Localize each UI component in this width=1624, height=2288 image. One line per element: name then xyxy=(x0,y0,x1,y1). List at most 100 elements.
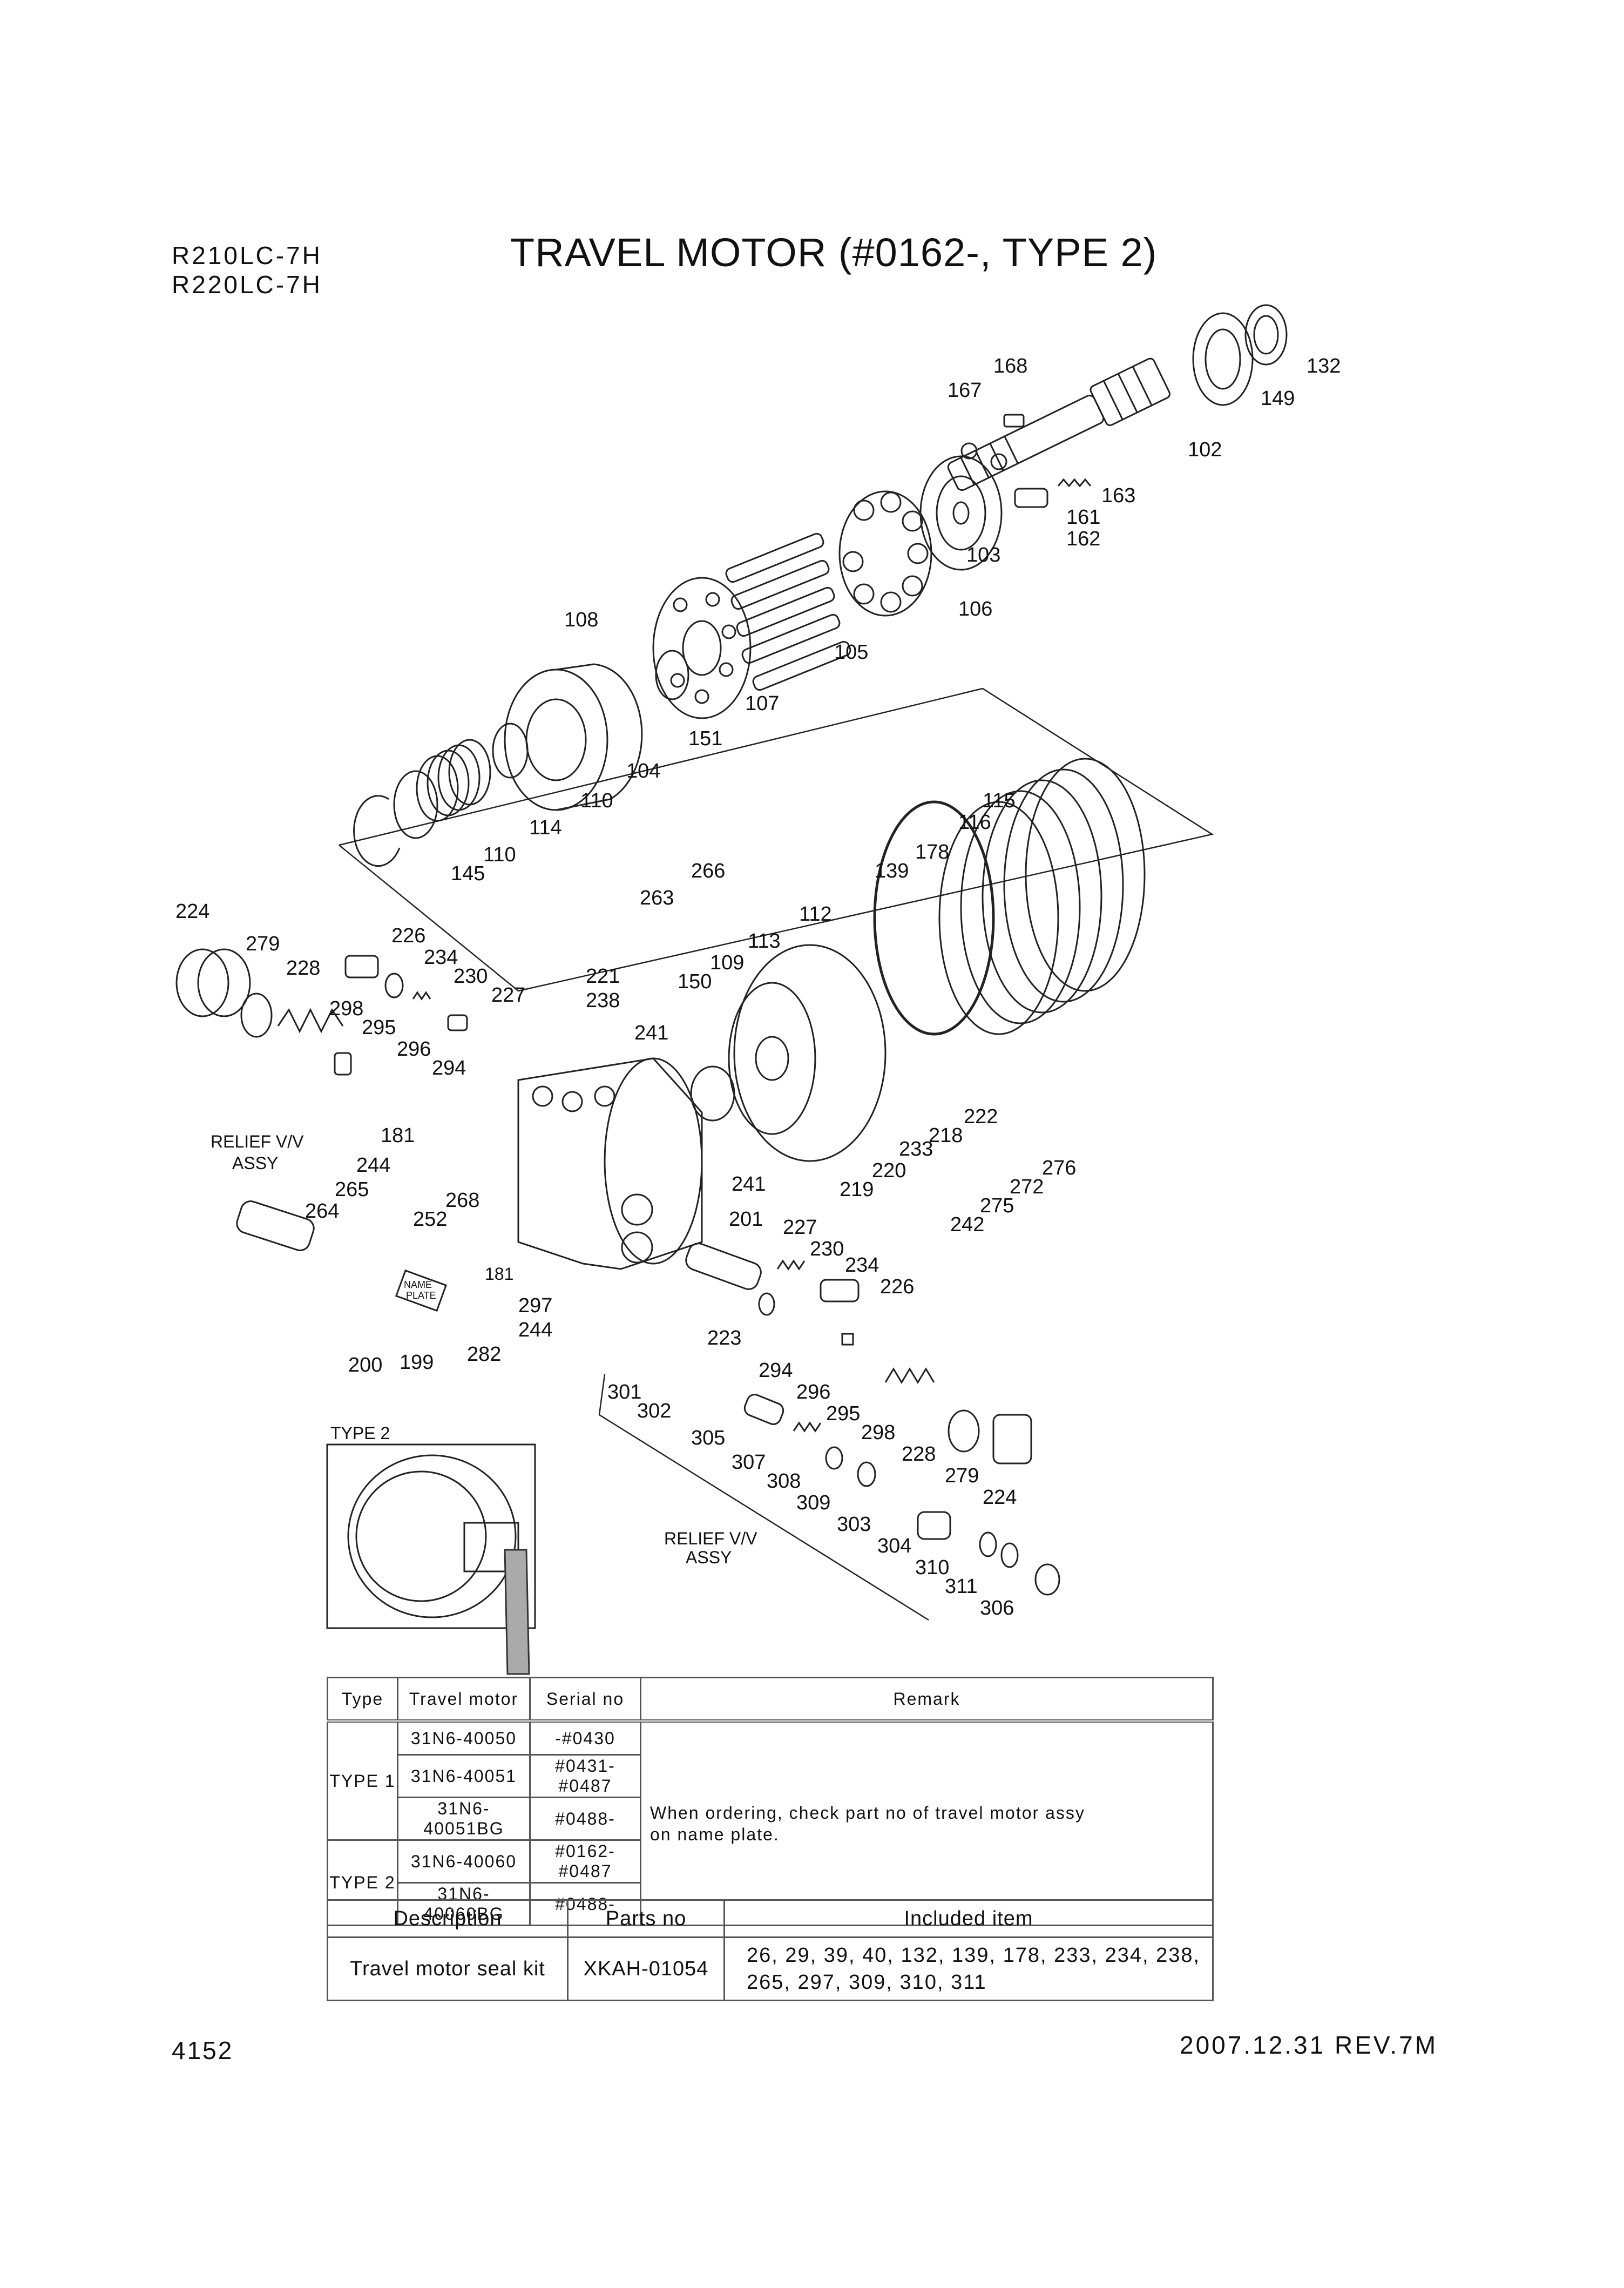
friction-plate-stack-part xyxy=(938,758,1146,1035)
table-header: Type xyxy=(327,1677,398,1723)
table-header: Included item xyxy=(723,1899,1214,1938)
part-label: 228 xyxy=(902,1443,936,1466)
part-label: 106 xyxy=(958,598,992,620)
relief-valve-part xyxy=(236,1200,315,1251)
type-cell: TYPE 1 xyxy=(327,1720,398,1841)
relief-valve-callout: ASSY xyxy=(686,1548,732,1567)
o-ring-part xyxy=(240,993,273,1038)
part-label: 298 xyxy=(329,997,363,1020)
part-label: 241 xyxy=(732,1173,766,1196)
part-label: 304 xyxy=(877,1535,911,1557)
part-label: 268 xyxy=(445,1189,479,1212)
part-label: 264 xyxy=(305,1200,339,1223)
part-label: 151 xyxy=(688,727,722,750)
part-label: 230 xyxy=(454,965,488,988)
part-label: 242 xyxy=(950,1213,984,1236)
part-label: 115 xyxy=(983,789,1016,812)
seat-part xyxy=(334,1052,352,1076)
motor-cell: 31N6-40060 xyxy=(397,1839,531,1884)
serial-cell: #0488- xyxy=(529,1797,641,1841)
o-ring-part xyxy=(1000,1542,1019,1568)
serial-cell: #0162-#0487 xyxy=(529,1839,641,1884)
part-label: 110 xyxy=(580,789,613,812)
table-header: Remark xyxy=(640,1677,1214,1723)
part-label: 234 xyxy=(845,1254,879,1277)
relief-valve-callout: ASSY xyxy=(232,1153,278,1173)
o-ring-part xyxy=(825,1446,843,1470)
remark-line: When ordering, check part no of travel m… xyxy=(650,1803,1085,1823)
part-label: 163 xyxy=(1101,484,1135,507)
part-label: 307 xyxy=(732,1451,766,1474)
part-label: 295 xyxy=(362,1016,396,1039)
part-label: 310 xyxy=(915,1556,949,1579)
washer-part xyxy=(393,770,438,839)
part-label: 309 xyxy=(796,1491,830,1514)
part-label: 105 xyxy=(834,641,868,664)
bearing-part xyxy=(1192,312,1254,406)
bearing-part xyxy=(690,1065,735,1122)
part-label: 263 xyxy=(640,887,674,909)
part-label: 112 xyxy=(799,903,832,926)
part-label: 199 xyxy=(400,1351,434,1374)
model-name: R220LC-7H xyxy=(172,271,322,299)
part-label: 145 xyxy=(451,862,485,885)
ring-part xyxy=(655,650,689,700)
part-label: 275 xyxy=(980,1194,1014,1217)
spring-part xyxy=(793,1421,822,1433)
snap-ring-part xyxy=(353,795,401,867)
seal-kit-table: Description Parts no Included item Trave… xyxy=(327,1899,1214,2001)
inset-label: TYPE 2 xyxy=(330,1423,390,1443)
part-label: 282 xyxy=(467,1343,501,1366)
included-line: 26, 29, 39, 40, 132, 139, 178, 233, 234,… xyxy=(747,1944,1201,1967)
part-label: 168 xyxy=(993,355,1027,377)
washer-part xyxy=(492,723,529,779)
part-label: 201 xyxy=(729,1208,763,1231)
part-label: 301 xyxy=(607,1381,641,1403)
seat-part xyxy=(841,1333,854,1346)
part-label: 162 xyxy=(1066,528,1100,550)
part-label: 294 xyxy=(432,1057,466,1079)
spool-part xyxy=(685,1243,762,1290)
motor-cell: 31N6-40051BG xyxy=(397,1797,531,1841)
part-label: 279 xyxy=(246,933,280,955)
ball-part xyxy=(990,453,1007,470)
table-row: Travel motor seal kit XKAH-01054 26, 29,… xyxy=(327,1936,1214,2001)
part-label: 200 xyxy=(348,1354,382,1376)
part-label: 266 xyxy=(691,860,725,882)
part-label: 296 xyxy=(796,1381,830,1403)
part-label: 149 xyxy=(1261,387,1295,410)
part-label: 297 xyxy=(518,1294,552,1317)
lower-group-frame xyxy=(598,1374,929,1621)
part-label: 306 xyxy=(980,1597,1014,1619)
upper-group-frame xyxy=(339,687,1214,992)
o-ring-part xyxy=(384,973,404,998)
included-items-cell: 26, 29, 39, 40, 132, 139, 178, 233, 234,… xyxy=(723,1936,1214,2001)
part-label: 113 xyxy=(748,930,781,953)
part-label: 227 xyxy=(783,1216,817,1239)
part-label: 178 xyxy=(915,841,949,863)
part-label: 223 xyxy=(707,1327,741,1349)
piston-set-part xyxy=(725,532,851,691)
relief-valve-callout: RELIEF V/V xyxy=(664,1529,757,1548)
part-label: 132 xyxy=(1307,355,1341,377)
plug-part xyxy=(1034,1563,1060,1596)
part-label: 230 xyxy=(810,1238,844,1260)
motor-cell: 31N6-40051 xyxy=(397,1754,531,1798)
part-label: 272 xyxy=(1010,1176,1044,1198)
part-label: 311 xyxy=(945,1575,978,1598)
spring-part xyxy=(884,1367,935,1384)
spring-part xyxy=(1057,478,1092,488)
motor-cell: 31N6-40050 xyxy=(397,1720,531,1756)
part-label: 116 xyxy=(958,811,991,834)
part-label: 150 xyxy=(678,970,712,993)
name-plate-text: NAME xyxy=(404,1279,432,1290)
part-label: 298 xyxy=(861,1421,895,1444)
part-label: 181 xyxy=(485,1264,513,1284)
table-header: Serial no xyxy=(529,1677,641,1723)
inset-leader xyxy=(504,1549,530,1675)
spring-stack-part xyxy=(416,739,491,822)
part-label: 218 xyxy=(929,1124,963,1147)
table-row: 31N6-40051BG #0488- xyxy=(328,1797,1213,1841)
o-ring-part xyxy=(979,1531,997,1557)
part-label: 107 xyxy=(745,692,779,715)
